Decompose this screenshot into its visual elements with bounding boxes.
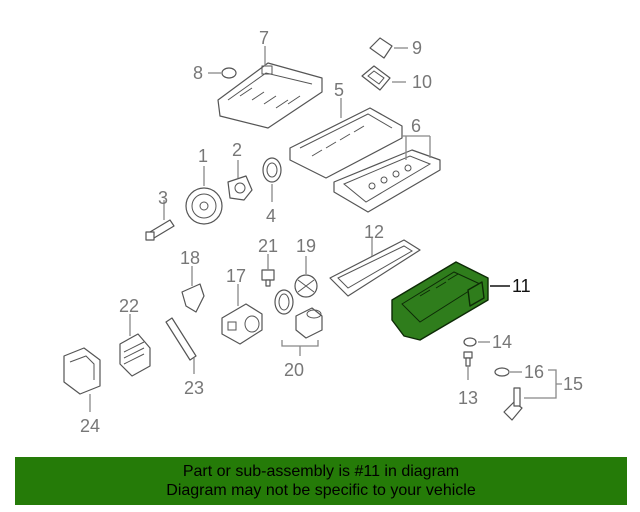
part-20-oil-filter[interactable] [274,289,323,339]
callout-23[interactable]: 23 [184,378,204,398]
part-15-sensor[interactable] [503,387,523,421]
callout-15[interactable]: 15 [563,374,583,394]
part-22-oil-cooler[interactable] [119,333,151,377]
callout-4[interactable]: 4 [266,206,276,226]
part-10-seal[interactable] [361,65,391,91]
callout-24[interactable]: 24 [80,416,100,436]
parts-diagram: 7 8 9 10 5 6 1 2 [63,28,583,436]
part-16-seal[interactable] [494,367,510,377]
banner-line-2: Diagram may not be specific to your vehi… [166,482,476,499]
callout-17[interactable]: 17 [226,266,246,286]
part-3-bolt[interactable] [145,219,175,241]
part-12-gasket[interactable] [329,239,421,297]
callout-8[interactable]: 8 [193,63,203,83]
part-8-seal[interactable] [221,67,237,79]
callout-7[interactable]: 7 [259,28,269,48]
part-13-plug[interactable] [463,351,473,367]
banner-line-1: Part or sub-assembly is #11 in diagram [182,463,460,480]
leader-6 [402,135,431,160]
callout-12[interactable]: 12 [364,222,384,242]
callout-14[interactable]: 14 [492,332,512,352]
part-19-cover[interactable] [294,274,318,298]
part-1-pulley[interactable] [185,187,223,225]
part-9-gasket[interactable] [369,37,393,59]
part-5-head-cover[interactable] [289,107,403,179]
callout-6[interactable]: 6 [411,116,421,136]
callout-9[interactable]: 9 [412,38,422,58]
leader-20 [281,340,319,356]
callout-11[interactable]: 11 [512,276,531,296]
part-21-sensor[interactable] [261,269,275,287]
part-6-gasket-set[interactable] [333,149,441,213]
callout-19[interactable]: 19 [296,236,316,256]
callout-22[interactable]: 22 [119,296,139,316]
callout-20[interactable]: 20 [284,360,304,380]
callout-2[interactable]: 2 [232,140,242,160]
part-17-housing[interactable] [221,303,263,345]
part-14-washer[interactable] [463,337,477,347]
info-banner: Part or sub-assembly is #11 in diagram D… [15,457,627,505]
callout-10[interactable]: 10 [412,72,432,92]
part-23-hose[interactable] [165,317,197,361]
callout-3[interactable]: 3 [158,188,168,208]
callout-16[interactable]: 16 [524,362,544,382]
part-24-module[interactable] [63,347,101,395]
callout-5[interactable]: 5 [334,80,344,100]
callout-21[interactable]: 21 [258,236,278,256]
callout-1[interactable]: 1 [198,146,208,166]
part-2-hub[interactable] [227,175,253,201]
callout-13[interactable]: 13 [458,388,478,408]
callout-18[interactable]: 18 [180,248,200,268]
part-4-seal[interactable] [262,157,282,183]
leader-15 [524,369,562,399]
part-7-valve-cover[interactable] [217,62,323,129]
part-18-bracket[interactable] [181,283,205,313]
part-11-oil-pan[interactable] [391,261,489,341]
